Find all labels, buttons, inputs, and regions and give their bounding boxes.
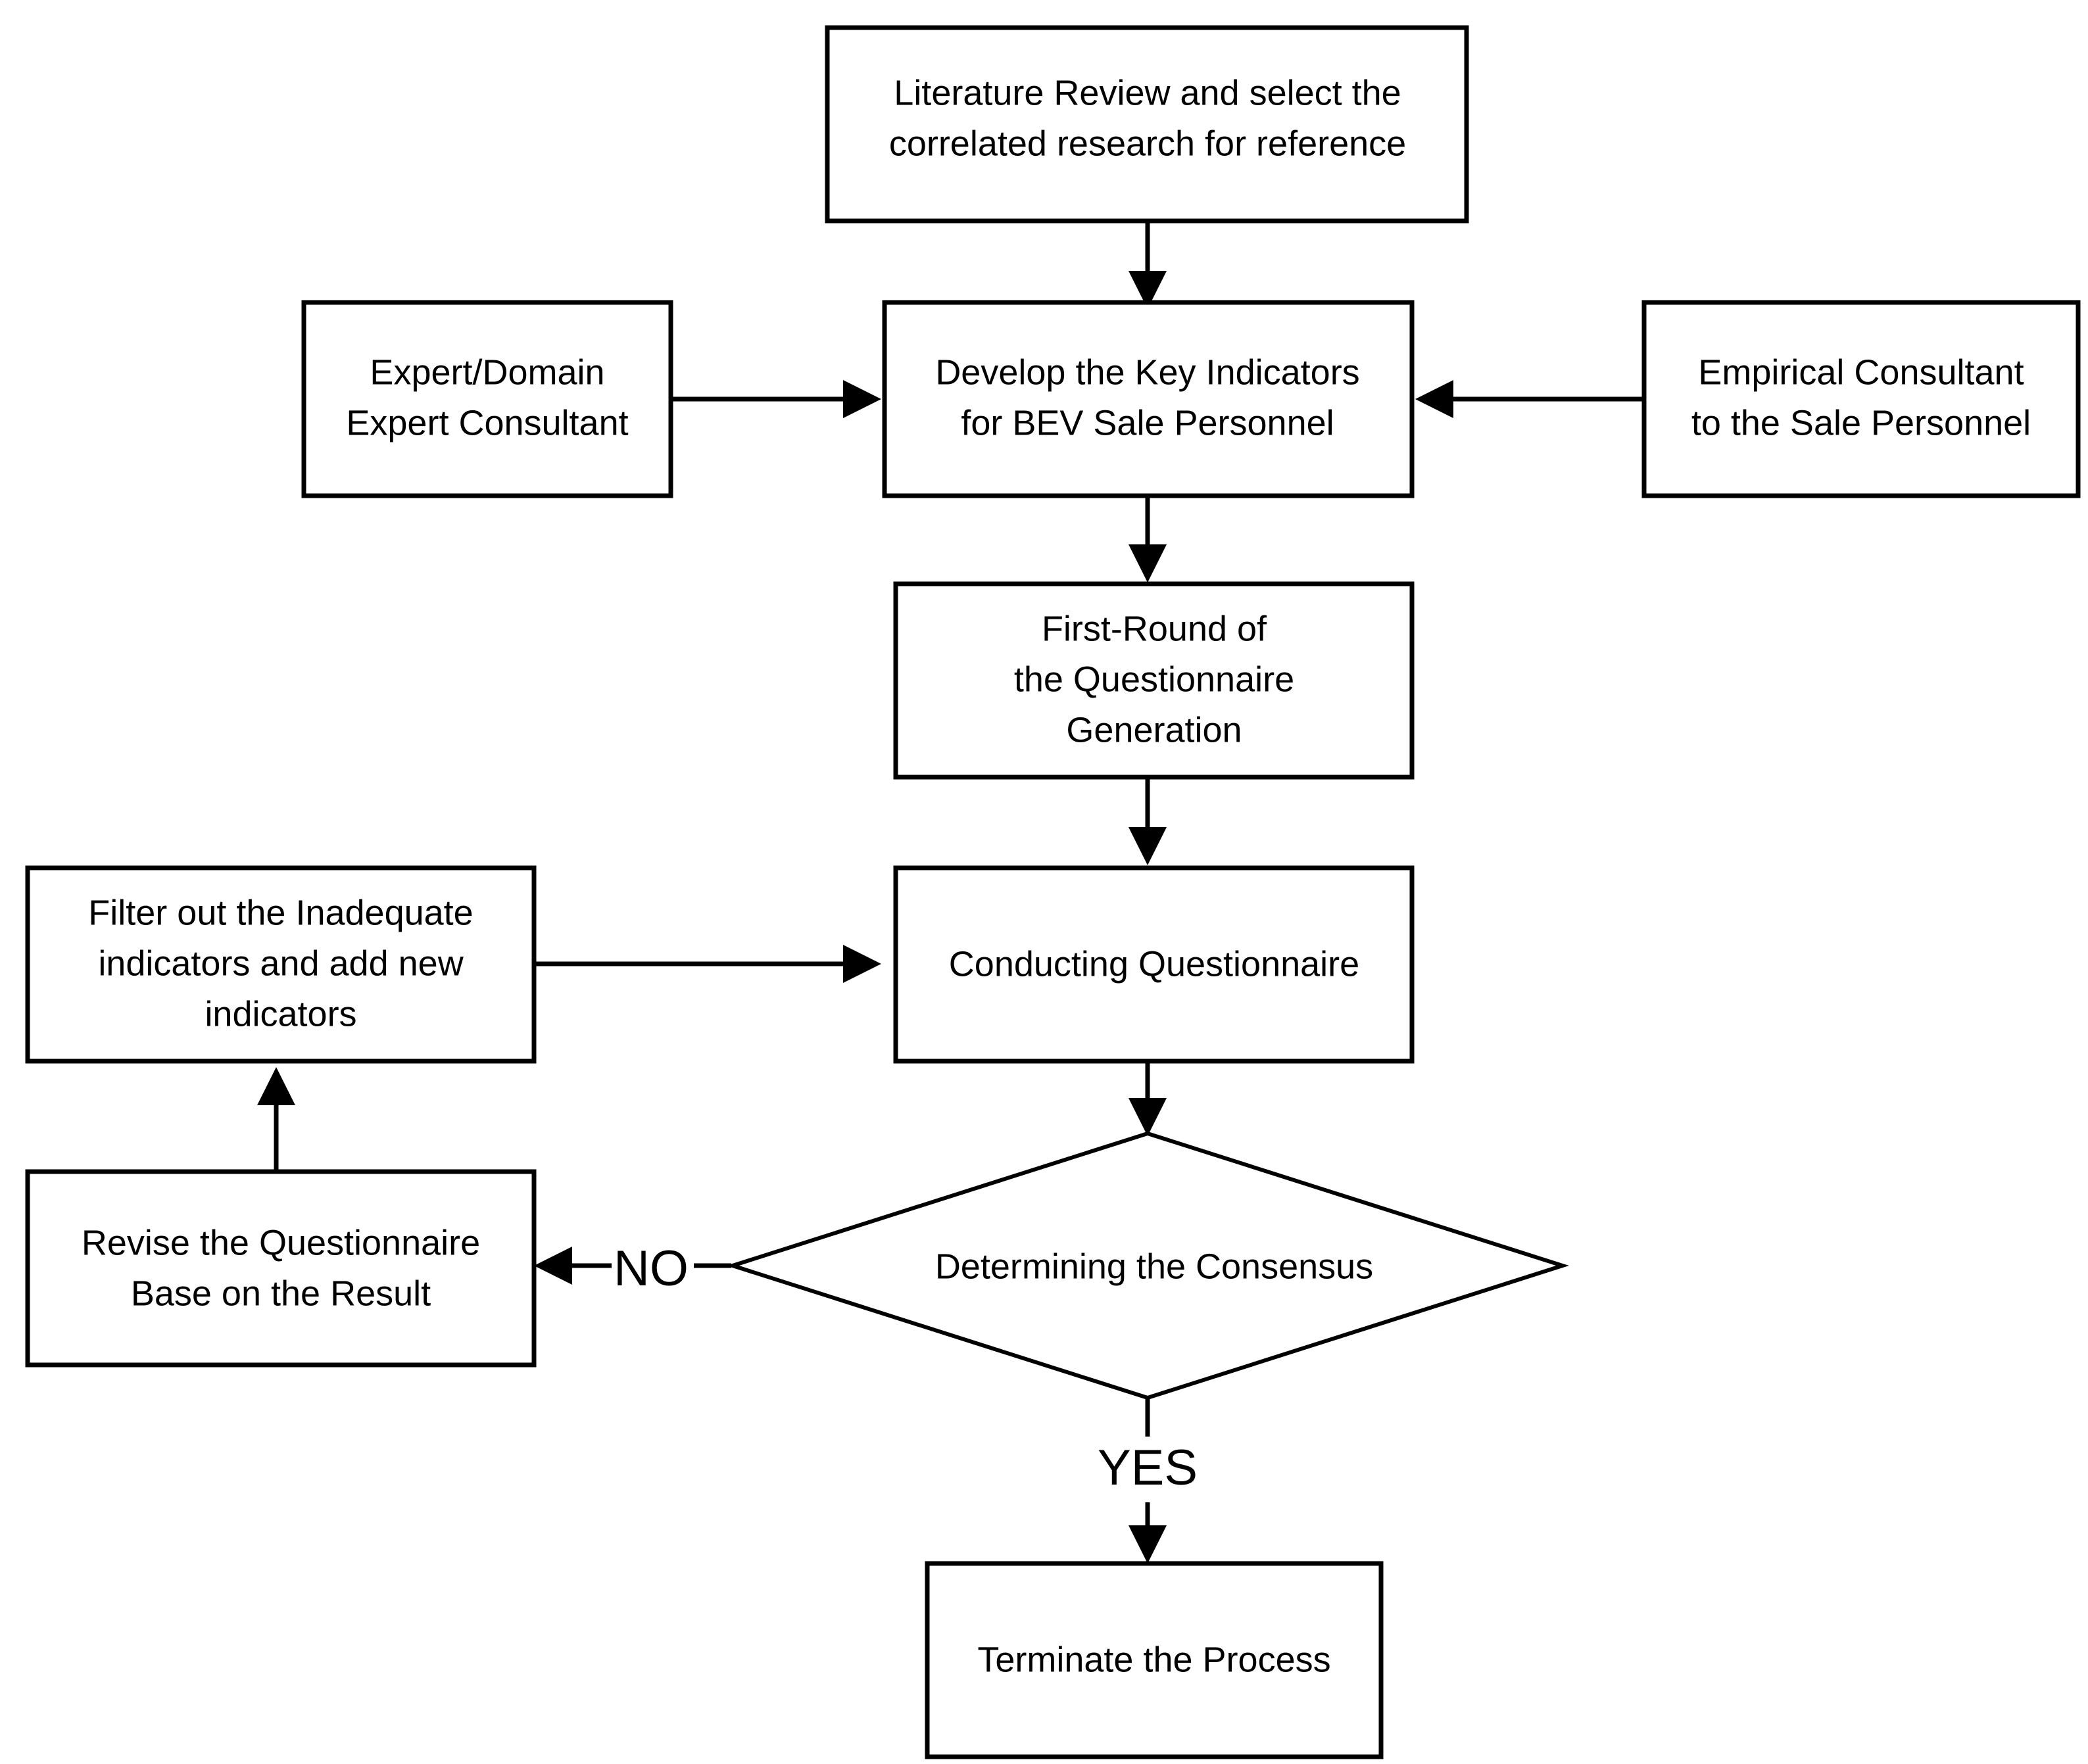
node-empirical-consultant-label-line1: Empirical Consultant <box>1698 352 2024 392</box>
node-conducting-questionnaire[interactable]: Conducting Questionnaire <box>893 865 1415 1064</box>
node-determining-consensus-shape[interactable] <box>726 1131 1569 1400</box>
node-first-round-label-line1: First-Round of <box>1042 609 1267 648</box>
node-develop-indicators-label-line2: for BEV Sale Personnel <box>961 403 1334 442</box>
edge-consensus-yes-to-terminate <box>1129 1399 1167 1563</box>
node-develop-indicators-label-line1: Develop the Key Indicators <box>935 352 1359 392</box>
node-first-round[interactable]: First-Round of the Questionnaire Generat… <box>893 581 1415 780</box>
arrowhead-down-icon <box>1129 827 1167 865</box>
edge-literature-to-develop <box>1129 221 1167 309</box>
arrowhead-right-icon <box>843 380 881 418</box>
node-literature-review-label-line1: Literature Review and select the <box>894 73 1401 112</box>
node-literature-review[interactable]: Literature Review and select the correla… <box>825 25 1469 224</box>
arrowhead-down-icon <box>1129 1098 1167 1136</box>
node-expert-domain[interactable]: Expert/Domain Expert Consultant <box>301 300 673 498</box>
arrowhead-right-icon <box>843 945 881 983</box>
edge-label-yes: YES <box>1098 1440 1198 1496</box>
node-first-round-label-line2: the Questionnaire <box>1014 659 1294 699</box>
edge-develop-to-firstround <box>1129 496 1167 583</box>
edge-filter-to-conducting <box>534 945 881 983</box>
node-filter-indicators-label-line3: indicators <box>205 994 356 1034</box>
node-filter-indicators-shape[interactable] <box>25 865 537 1064</box>
node-filter-indicators-label-line2: indicators and add new <box>98 943 464 983</box>
arrowhead-down-icon <box>1129 544 1167 583</box>
node-expert-domain-label-line2: Expert Consultant <box>346 403 628 442</box>
node-develop-indicators[interactable]: Develop the Key Indicators for BEV Sale … <box>882 300 1415 498</box>
node-conducting-questionnaire-label: Conducting Questionnaire <box>949 944 1359 984</box>
edge-label-no: NO <box>614 1241 689 1297</box>
node-empirical-consultant-shape[interactable] <box>1641 300 2081 498</box>
node-determining-consensus[interactable]: Determining the Consensus <box>726 1131 1569 1400</box>
arrowhead-left-icon <box>1415 380 1453 418</box>
node-revise-questionnaire-label-line1: Revise the Questionnaire <box>82 1223 480 1262</box>
node-expert-domain-shape[interactable] <box>301 300 673 498</box>
node-terminate-process[interactable]: Terminate the Process <box>925 1561 1384 1759</box>
node-literature-review-shape[interactable] <box>825 25 1469 224</box>
arrowhead-up-icon <box>257 1067 295 1105</box>
node-conducting-questionnaire-shape[interactable] <box>893 865 1415 1064</box>
node-empirical-consultant-label-line2: to the Sale Personnel <box>1691 403 2031 442</box>
node-terminate-process-shape[interactable] <box>925 1561 1384 1759</box>
arrowhead-down-icon <box>1129 271 1167 309</box>
node-revise-questionnaire-shape[interactable] <box>25 1169 537 1368</box>
node-revise-questionnaire-label-line2: Base on the Result <box>131 1274 431 1313</box>
node-filter-indicators[interactable]: Filter out the Inadequate indicators and… <box>25 865 537 1064</box>
edge-revise-to-filter <box>257 1067 295 1170</box>
edge-firstround-to-conducting <box>1129 777 1167 865</box>
node-terminate-process-label: Terminate the Process <box>977 1640 1330 1679</box>
edge-consensus-no-to-revise <box>534 1247 731 1285</box>
node-expert-domain-label-line1: Expert/Domain <box>370 352 604 392</box>
node-first-round-shape[interactable] <box>893 581 1415 780</box>
edge-empirical-to-develop <box>1415 380 1647 418</box>
node-first-round-label-line3: Generation <box>1066 710 1242 750</box>
node-filter-indicators-label-line1: Filter out the Inadequate <box>88 893 473 932</box>
arrowhead-left-icon <box>534 1247 572 1285</box>
node-determining-consensus-label: Determining the Consensus <box>935 1247 1373 1286</box>
node-literature-review-label-line2: correlated research for reference <box>889 124 1406 163</box>
node-empirical-consultant[interactable]: Empirical Consultant to the Sale Personn… <box>1641 300 2081 498</box>
node-revise-questionnaire[interactable]: Revise the Questionnaire Base on the Res… <box>25 1169 537 1368</box>
node-develop-indicators-shape[interactable] <box>882 300 1415 498</box>
arrowhead-down-icon <box>1129 1525 1167 1563</box>
edge-expert-to-develop <box>671 380 881 418</box>
edge-conducting-to-consensus <box>1129 1062 1167 1136</box>
